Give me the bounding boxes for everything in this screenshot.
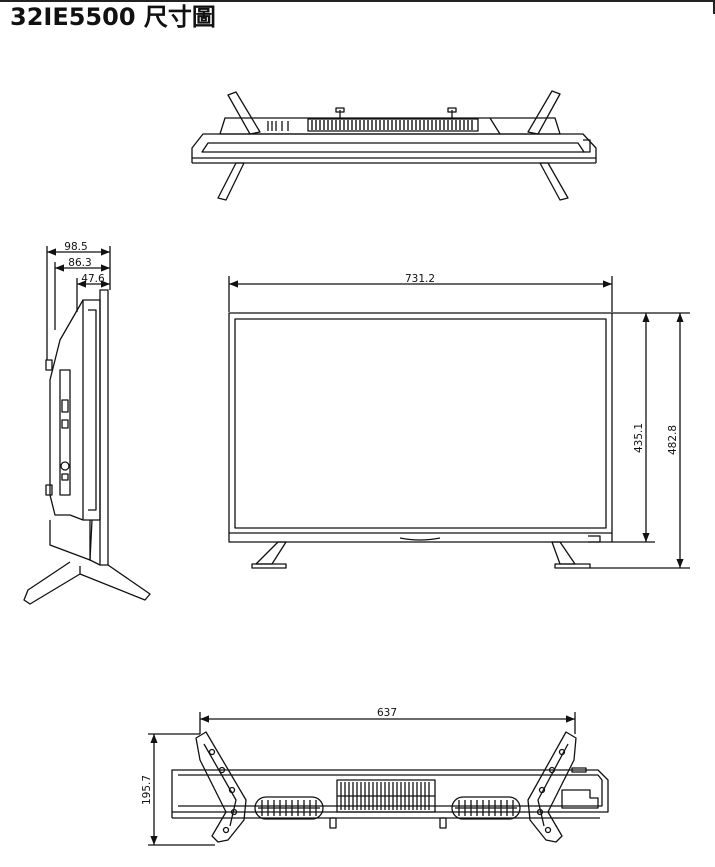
side-view [23, 246, 151, 605]
bottom-stand-span-label: 637 [377, 707, 397, 719]
title-underline [0, 0, 715, 2]
front-total-height-label: 482.8 [667, 425, 679, 455]
bottom-stand-depth-label: 195.7 [141, 775, 153, 805]
side-mid-depth-label: 86.3 [68, 257, 91, 269]
front-panel-height-label: 435.1 [633, 423, 645, 453]
front-view [228, 276, 690, 569]
page-title: 32IE5500 尺寸圖 [10, 3, 216, 31]
top-view [191, 90, 597, 201]
bottom-view [148, 712, 609, 846]
front-width-label: 731.2 [405, 273, 435, 285]
title-corner-mark [713, 0, 715, 14]
side-total-depth-label: 98.5 [64, 241, 87, 253]
side-panel-depth-label: 47.6 [81, 273, 105, 285]
